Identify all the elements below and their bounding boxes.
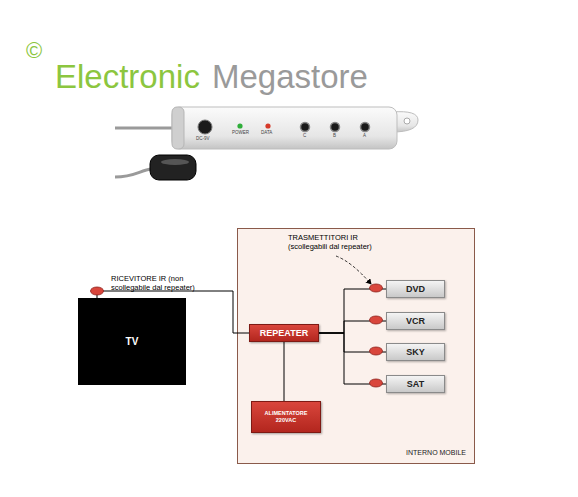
output-jack [361,123,370,132]
watermark-text: Megastore [212,60,368,93]
device-box: VCR [386,312,445,330]
power-led [237,123,242,128]
body-endcap [172,107,184,149]
device-cable [115,127,174,130]
jack-label: A [363,134,366,139]
repeater-body [172,107,397,149]
led-label: POWER [232,131,249,136]
output-jack [331,123,340,132]
led-label: DATA [261,131,272,136]
tv-box: TV [78,298,186,385]
power-supply-box: ALIMENTATORE 220VAC [251,401,321,433]
cabinet-frame: INTERNO MOBILE REPEATER DVD VCR SKY SAT ALIMEN… [237,228,475,464]
mounting-hole [404,118,410,124]
wire-connector [319,289,386,333]
output-jack [301,123,310,132]
wire-connector [97,291,249,333]
watermark-text: Electronic [55,60,200,93]
cabinet-heading: INTERNO MOBILE [406,449,466,457]
jack-label: DC-9V [196,137,210,142]
device-box: DVD [386,280,445,298]
jack-label: B [333,134,336,139]
receiver-note: RICEVITORE IR (non scollegabile dal repe… [111,275,201,292]
jack-label: C [303,134,306,139]
receiver-cable [115,169,152,177]
node-label: REPEATER [260,328,308,339]
node-label: DVD [406,284,425,295]
ir-receiver-eye [150,155,196,180]
ir-receiver-symbol [91,287,104,295]
power-jack [198,120,212,134]
node-label: TV [126,336,139,348]
wire-connector [319,333,386,384]
watermark-symbol: © [26,40,42,62]
device-box: SKY [386,343,445,361]
node-label: VCR [406,316,425,327]
wire-connector [319,333,386,352]
data-led [265,123,270,128]
device-box: SAT [386,375,445,393]
node-label: SAT [407,379,424,390]
node-label: SKY [406,347,425,358]
repeater-box: REPEATER [249,324,319,342]
wire-connector [284,342,285,401]
receiver-highlight [161,159,189,165]
wire-connector [319,321,386,333]
node-label: ALIMENTATORE 220VAC [260,410,312,423]
emitter-note: TRASMETTITORI IR (scollegabili dal repea… [288,234,392,251]
